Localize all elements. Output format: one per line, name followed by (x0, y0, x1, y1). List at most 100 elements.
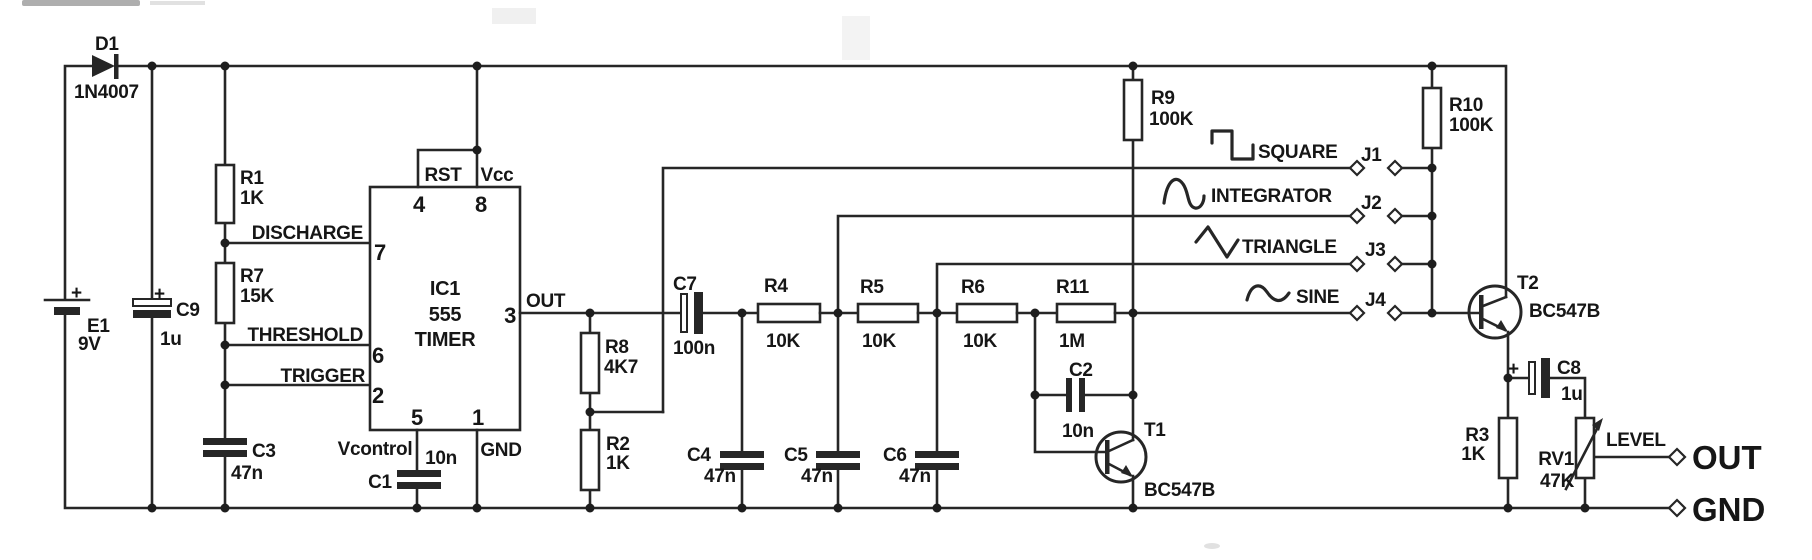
resistor-R10 (1421, 86, 1443, 150)
r7-ref: R7 (240, 266, 264, 287)
potentiometer-wiper-arrow (1564, 423, 1601, 491)
wire-555-left-pins (223, 241, 372, 387)
r8-ref: R8 (605, 337, 629, 358)
transistor-T2-emitter-arrow (1496, 320, 1508, 332)
integrator-wave-icon (1162, 177, 1206, 210)
pin-4: 4 (413, 192, 426, 217)
ic-kind: TIMER (415, 329, 477, 351)
c8-ref: C8 (1557, 358, 1581, 379)
c9-value: 1u (160, 329, 182, 350)
transistor-T1-legs (1107, 438, 1135, 477)
label-square: SQUARE (1258, 142, 1338, 163)
diode-D1: D1 1N4007 (74, 34, 139, 103)
r5-value: 10K (862, 331, 897, 352)
c8-plus: + (1508, 359, 1519, 380)
r3-ref: R3 (1465, 425, 1489, 446)
potentiometer-arrow-head (1592, 418, 1603, 431)
r5-ref: R5 (860, 277, 884, 298)
terminal-out-pad (1667, 447, 1687, 467)
transistor-T1-emitter-arrow (1121, 465, 1133, 477)
r9-value: 100K (1149, 109, 1194, 130)
square-wave-icon (1210, 129, 1255, 161)
diode-value: 1N4007 (74, 82, 139, 103)
pin-8: 8 (475, 192, 487, 217)
output-stage: + C8 1u R3 1K RV1 47K LEVEL (1461, 358, 1671, 510)
jack-J2-pad (1348, 207, 1366, 225)
terminal-gnd-pad (1667, 498, 1687, 518)
r10-ref: R10 (1449, 95, 1483, 116)
scan-artifact (1204, 543, 1220, 549)
rv1-ref: RV1 (1538, 449, 1574, 470)
c5-ref: C5 (784, 445, 808, 466)
capacitor-plate (133, 310, 171, 318)
c7-value: 100n (673, 338, 715, 359)
pin-5: 5 (411, 405, 423, 430)
jack-J3-label: J3 (1365, 240, 1386, 261)
t2-ref: T2 (1517, 273, 1539, 294)
r8-value: 4K7 (604, 357, 638, 378)
diode-ref: D1 (95, 34, 119, 55)
r11-value: 1M (1059, 331, 1085, 352)
junction-dots (147, 61, 1590, 513)
r9-ref: R9 (1151, 88, 1175, 109)
net-discharge: DISCHARGE (252, 223, 363, 244)
resistor-R2 (579, 428, 601, 492)
waveform-rows: SQUARE J1 INTEGRATOR J2 TRIANGLE J3 SINE… (1162, 129, 1434, 322)
capacitor-C2-plate (1066, 378, 1072, 412)
rv1-value: 47K (1540, 471, 1575, 492)
net-trigger: TRIGGER (281, 366, 366, 387)
capacitor-plate (132, 298, 172, 307)
scan-artifact (492, 8, 536, 24)
c2-ref: C2 (1069, 360, 1093, 381)
resistor-R5 (856, 302, 920, 324)
jack-J4-pad (1386, 304, 1404, 322)
r1-value: 1K (240, 188, 264, 209)
c9-plus: + (154, 284, 165, 305)
label-sine: SINE (1296, 287, 1339, 308)
capacitor-C3-plate (203, 450, 247, 457)
c7-ref: C7 (673, 274, 697, 295)
capacitor-C4-plate (720, 463, 764, 470)
r4-ref: R4 (764, 276, 788, 297)
pin-out-name: OUT (526, 291, 566, 312)
jack-J1-label: J1 (1361, 145, 1382, 166)
wire-integrator-line (836, 214, 1352, 315)
capacitor-plate (680, 293, 688, 333)
wire-triangle-line (935, 262, 1352, 315)
r2-ref: R2 (606, 434, 630, 455)
resistor-R6 (955, 302, 1019, 324)
capacitor-C1-plate (397, 482, 441, 489)
jack-J1-pad (1386, 159, 1404, 177)
output-lines (661, 166, 1352, 414)
c6-value: 47n (899, 466, 931, 487)
bias-R10-bus: R10 100K (1421, 64, 1494, 315)
wire-ic-pins (415, 64, 684, 510)
capacitor-C9: + C9 1u (132, 64, 200, 510)
scan-artifact (150, 1, 205, 5)
c1-ref: C1 (368, 472, 392, 493)
c2-value: 10n (1062, 421, 1094, 442)
jack-J1-pad (1348, 159, 1366, 177)
capacitor-C5-plate (816, 463, 860, 470)
label-integrator: INTEGRATOR (1211, 186, 1332, 207)
scan-artifact (842, 16, 870, 60)
r6-ref: R6 (961, 277, 985, 298)
jack-J2-label: J2 (1361, 193, 1382, 214)
buffer-T2: T2 BC547B (1467, 273, 1600, 380)
terminals: OUT GND (1667, 439, 1765, 528)
scan-artifact-bar (22, 0, 140, 6)
r6-value: 10K (963, 331, 998, 352)
c5-value: 47n (801, 466, 833, 487)
c6-ref: C6 (883, 445, 907, 466)
t2-value: BC547B (1529, 301, 1600, 322)
pin-2: 2 (372, 383, 384, 408)
timing-chain: R1 1K R7 15K C3 47n DISCHARGE THRESHOLD … (203, 64, 372, 510)
capacitor-C8-plate (1528, 361, 1536, 395)
battery-plus: + (71, 283, 82, 304)
r7-value: 15K (240, 286, 275, 307)
c9-ref: C9 (176, 300, 200, 321)
capacitor-C3-plate (203, 438, 247, 445)
capacitor-C8-plate (1541, 358, 1550, 398)
filter-chain: R4 10K R5 10K R6 10K R11 1M C4 47n C5 47… (687, 276, 1135, 510)
